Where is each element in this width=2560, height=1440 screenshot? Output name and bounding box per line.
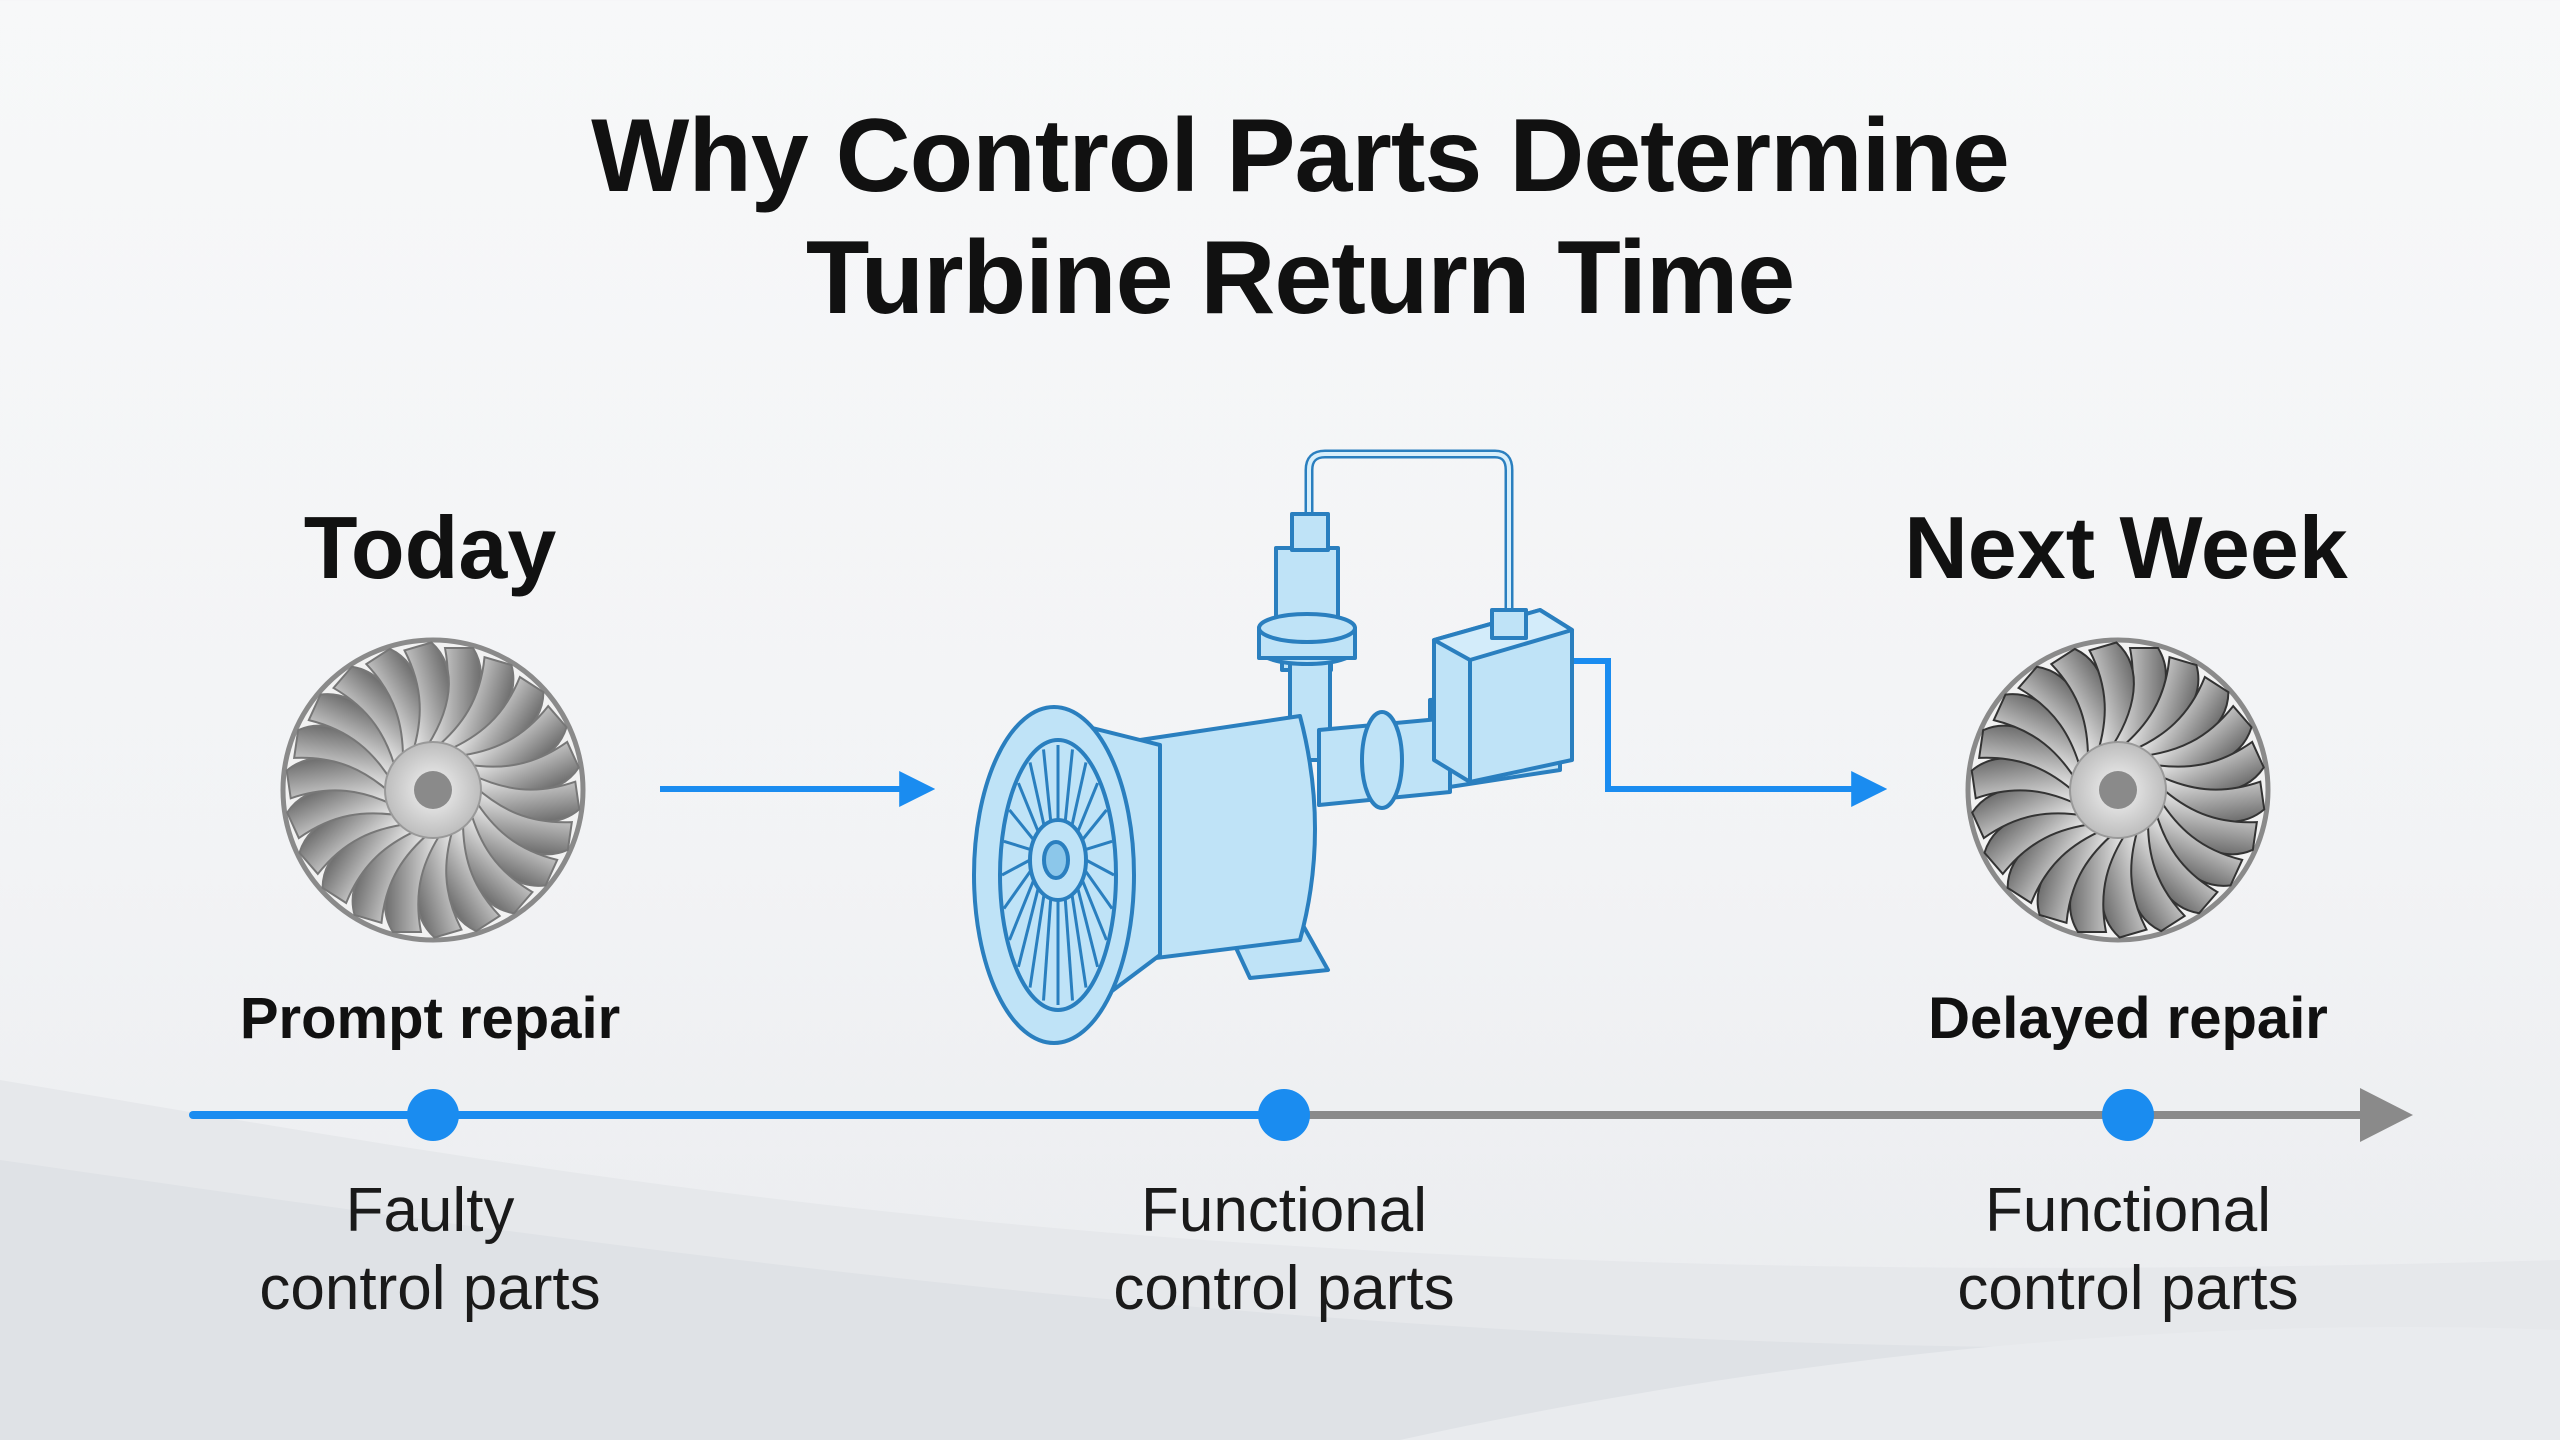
timeline-label-line2: control parts bbox=[1113, 1254, 1455, 1323]
timeline-dot bbox=[1258, 1089, 1310, 1141]
turbine-spoke bbox=[1076, 782, 1099, 833]
turbine-spoke bbox=[1028, 762, 1046, 826]
title-line-2: Turbine Return Time bbox=[805, 220, 1795, 336]
fan-blade bbox=[2088, 641, 2135, 756]
timeline-label: Functional control parts bbox=[1113, 1172, 1454, 1328]
turbine-spoke bbox=[1008, 809, 1035, 841]
turbine-spoke bbox=[1016, 887, 1040, 968]
timeline-label-line2: control parts bbox=[1957, 1254, 2299, 1323]
turbine-spoke bbox=[1081, 809, 1108, 841]
turbine-spoke bbox=[1083, 869, 1114, 910]
heading-next-week: Next Week bbox=[1904, 498, 2348, 597]
timeline-label-line1: Functional bbox=[1140, 1176, 1428, 1245]
timeline-dot bbox=[2102, 1089, 2154, 1141]
caption-delayed-repair: Delayed repair bbox=[1928, 986, 2328, 1051]
fan-blade bbox=[403, 641, 450, 756]
turbine-spoke bbox=[1042, 749, 1053, 822]
turbine-spoke bbox=[1084, 839, 1113, 852]
turbine-fan-icon-left bbox=[280, 637, 586, 943]
turbine-spoke bbox=[1017, 782, 1040, 833]
turbine-spoke bbox=[1063, 898, 1074, 1001]
turbine-spoke bbox=[1003, 839, 1032, 852]
turbine-spoke bbox=[1070, 762, 1088, 826]
page-title: Why Control Parts Determine Turbine Retu… bbox=[0, 95, 2560, 339]
turbine-spoke bbox=[1080, 879, 1108, 941]
turbine-with-control-unit-icon bbox=[972, 449, 1574, 1045]
turbine-spoke bbox=[1001, 858, 1031, 877]
timeline-label: Faulty control parts bbox=[259, 1172, 600, 1328]
heading-today: Today bbox=[303, 498, 557, 597]
timeline-arrowhead bbox=[2360, 1088, 2413, 1142]
arrow-to-right bbox=[1572, 658, 1888, 807]
timeline-label-line1: Functional bbox=[1984, 1176, 2272, 1245]
title-line-1: Why Control Parts Determine bbox=[591, 98, 2010, 214]
timeline-label-line1: Faulty bbox=[345, 1176, 515, 1245]
timeline-label-line2: control parts bbox=[259, 1254, 601, 1323]
turbine-spoke bbox=[1028, 894, 1046, 988]
turbine-spoke bbox=[1008, 879, 1036, 941]
turbine-fan-icon-right bbox=[1965, 637, 2271, 943]
turbine-spoke bbox=[1042, 898, 1053, 1001]
turbine-spoke bbox=[1063, 749, 1074, 822]
turbine-spoke bbox=[1070, 894, 1088, 988]
turbine-spoke bbox=[1076, 887, 1100, 968]
timeline-label: Functional control parts bbox=[1957, 1172, 2298, 1328]
background-wave bbox=[1400, 1327, 2560, 1440]
timeline-dot bbox=[407, 1089, 459, 1141]
turbine-spoke bbox=[1085, 858, 1115, 877]
turbine-spoke bbox=[1002, 869, 1033, 910]
caption-prompt-repair: Prompt repair bbox=[239, 986, 621, 1051]
